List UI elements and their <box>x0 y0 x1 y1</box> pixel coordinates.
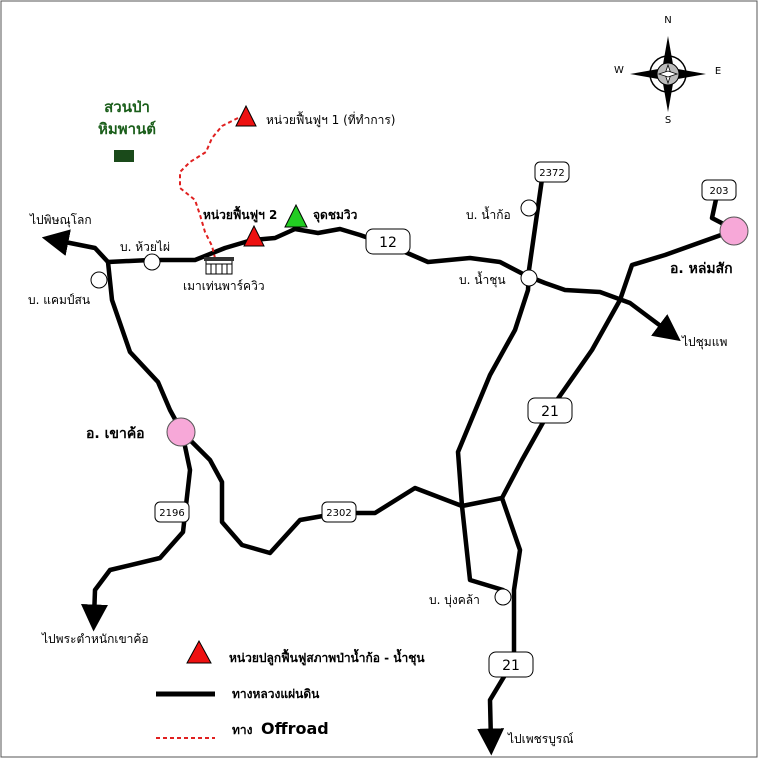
legend-unit-label: หน่วยปลูกฟื้นฟูสภาพป่าน้ำก้อ - น้ำชุน <box>229 648 425 666</box>
svg-text:203: 203 <box>709 186 728 197</box>
legend-offroad-word: Offroad <box>261 719 329 738</box>
route-2302-shield: 2302 <box>321 501 357 523</box>
route-12-shield: 12 <box>365 228 411 255</box>
label-to-palace: ไปพระตำหนักเขาค้อ <box>41 632 149 646</box>
svg-text:N: N <box>664 15 671 26</box>
road-2196 <box>80 429 193 632</box>
offroad-path <box>179 117 239 263</box>
legend-highway-label: ทางหลวงแผ่นดิน <box>232 687 320 701</box>
route-21-upper-shield: 21 <box>527 397 573 424</box>
legend-unit-icon <box>186 639 212 664</box>
park-name-line1: สวนป่า <box>104 98 150 116</box>
label-huai-phai: บ. ห้วยไผ่ <box>120 240 170 254</box>
route-203-shield: 203 <box>701 179 737 201</box>
route-2196-shield: 2196 <box>154 501 190 523</box>
village-nam-ko-marker <box>520 199 538 217</box>
village-khaem-son-marker <box>90 271 108 289</box>
svg-text:E: E <box>715 66 721 77</box>
route-2372-shield: 2372 <box>534 161 570 183</box>
lodge-icon <box>204 257 234 275</box>
svg-text:12: 12 <box>379 235 397 251</box>
label-viewpoint: จุดชมวิว <box>313 208 358 223</box>
label-to-phetchabun: ไปเพชรบูรณ์ <box>507 732 573 747</box>
unit-1-marker <box>235 104 257 127</box>
label-unit-1: หน่วยฟื้นฟูฯ 1 (ที่ทำการ) <box>266 111 395 128</box>
route-21-lower-shield: 21 <box>488 651 534 678</box>
viewpoint-marker <box>284 203 308 228</box>
village-nam-chun-marker <box>520 269 538 287</box>
svg-text:W: W <box>614 65 624 76</box>
label-bung-khla: บ. บุ่งคล้า <box>429 593 480 608</box>
svg-text:S: S <box>665 115 671 126</box>
road-to-phitsanulok <box>41 229 111 265</box>
village-bung-khla-marker <box>494 588 512 606</box>
label-khao-kho: อ. เขาค้อ <box>86 426 145 442</box>
road-camp-son-khao-kho <box>105 259 185 435</box>
svg-text:21: 21 <box>541 404 559 420</box>
svg-text:2372: 2372 <box>539 168 564 179</box>
label-unit-2: หน่วยฟื้นฟูฯ 2 <box>203 205 277 223</box>
legend-offroad-prefix: ทาง <box>232 723 253 737</box>
label-nam-ko: บ. น้ำก้อ <box>466 206 511 222</box>
district-lom-sak-marker <box>719 216 749 246</box>
park-marker-icon <box>114 150 134 162</box>
svg-text:2302: 2302 <box>326 508 351 519</box>
unit-2-marker <box>243 224 265 247</box>
svg-text:21: 21 <box>502 658 520 674</box>
svg-text:2196: 2196 <box>159 508 184 519</box>
legend: หน่วยปลูกฟื้นฟูสภาพป่าน้ำก้อ - น้ำชุน ทา… <box>156 639 425 739</box>
label-to-chum-phae: ไปชุมแพ <box>681 335 727 350</box>
compass-rose-icon: N S E W <box>614 15 721 126</box>
park-name-line2: หิมพานต์ <box>98 120 156 138</box>
label-to-phitsanulok: ไปพิษณุโลก <box>29 213 92 228</box>
label-mountain-park: เมาเท่นพาร์ควิว <box>183 279 265 293</box>
road-2302 <box>179 429 505 556</box>
village-huai-phai-marker <box>143 253 161 271</box>
label-khaem-son: บ. แคมป์สน <box>28 293 90 307</box>
village-markers <box>90 199 538 606</box>
label-lom-sak: อ. หล่มสัก <box>670 261 733 277</box>
district-khao-kho-marker <box>166 417 196 447</box>
label-nam-chun: บ. น้ำชุน <box>459 271 506 288</box>
